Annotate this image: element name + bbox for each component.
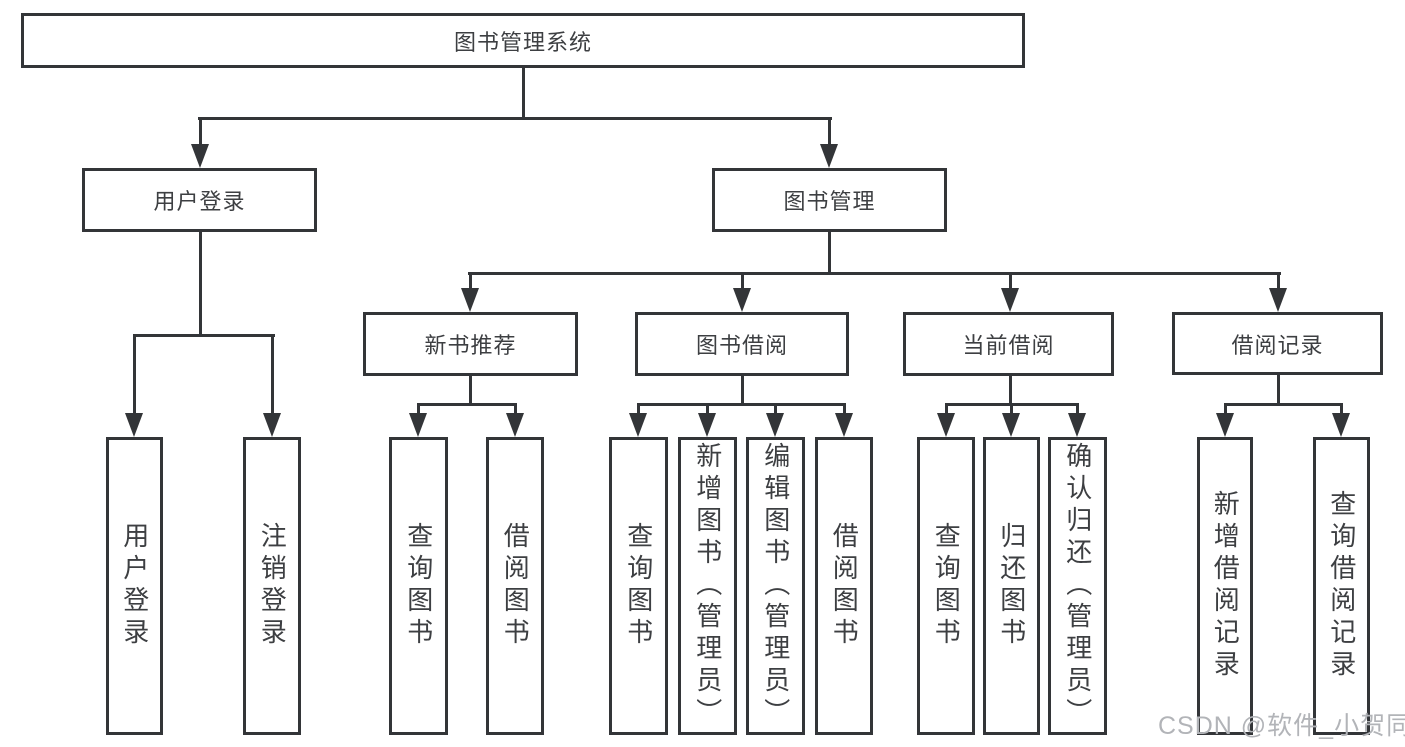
connector-line — [828, 232, 831, 274]
arrowhead-down-icon — [461, 288, 479, 312]
leaf-logout: 注销登录 — [243, 437, 301, 735]
leaf-label: 用户登录 — [119, 522, 150, 650]
connector-arrow-shaft — [1224, 403, 1227, 417]
connector-line — [199, 232, 202, 337]
connector-arrow-shaft — [843, 403, 846, 417]
leaf-query-books-2: 查询图书 — [609, 437, 668, 735]
leaf-label: 新增借阅记录 — [1210, 490, 1241, 682]
connector-arrow-shaft — [637, 403, 640, 417]
leaf-label: 查询图书 — [623, 522, 654, 650]
arrowhead-down-icon — [629, 413, 647, 437]
node-book-borrow: 图书借阅 — [635, 312, 849, 376]
leaf-query-books-1: 查询图书 — [389, 437, 448, 735]
connector-line — [1224, 403, 1343, 406]
leaf-label: 借阅图书 — [500, 522, 531, 650]
leaf-label: 查询图书 — [403, 522, 434, 650]
arrowhead-down-icon — [820, 144, 838, 168]
arrowhead-down-icon — [125, 413, 143, 437]
arrowhead-down-icon — [1002, 413, 1020, 437]
arrowhead-down-icon — [409, 413, 427, 437]
arrowhead-down-icon — [835, 413, 853, 437]
arrowhead-down-icon — [1332, 413, 1350, 437]
connector-arrow-shaft — [514, 403, 517, 417]
arrowhead-down-icon — [698, 413, 716, 437]
leaf-query-books-3: 查询图书 — [917, 437, 975, 735]
leaf-label: 归还图书 — [996, 522, 1027, 650]
connector-arrow-shaft — [945, 403, 948, 417]
leaf-label: 查询借阅记录 — [1326, 490, 1357, 682]
leaf-return-books: 归还图书 — [983, 437, 1040, 735]
connector-arrow-shaft — [828, 117, 831, 148]
leaf-borrow-books-2: 借阅图书 — [815, 437, 873, 735]
leaf-label: 确认归还（管理员） — [1062, 442, 1093, 730]
arrowhead-down-icon — [506, 413, 524, 437]
connector-arrow-shaft — [1076, 403, 1079, 417]
arrowhead-down-icon — [1001, 288, 1019, 312]
connector-line — [133, 334, 275, 337]
leaf-add-books-admin: 新增图书（管理员） — [678, 437, 737, 735]
connector-arrow-shaft — [1340, 403, 1343, 417]
leaf-label: 注销登录 — [257, 522, 288, 650]
arrowhead-down-icon — [263, 413, 281, 437]
node-current-borrow: 当前借阅 — [903, 312, 1114, 376]
connector-line — [1277, 375, 1280, 406]
connector-line — [1009, 375, 1012, 406]
arrowhead-down-icon — [191, 144, 209, 168]
csdn-watermark: CSDN @软件_小贺同学 — [1158, 712, 1405, 740]
arrowhead-down-icon — [766, 413, 784, 437]
connector-line — [741, 375, 744, 406]
arrowhead-down-icon — [733, 288, 751, 312]
connector-line — [522, 67, 525, 119]
connector-arrow-shaft — [271, 334, 274, 417]
leaf-add-borrow-record: 新增借阅记录 — [1197, 437, 1253, 735]
leaf-borrow-books-1: 借阅图书 — [486, 437, 544, 735]
leaf-label: 新增图书（管理员） — [692, 442, 723, 730]
connector-line — [637, 403, 846, 406]
connector-line — [198, 117, 832, 120]
arrowhead-down-icon — [937, 413, 955, 437]
connector-arrow-shaft — [741, 272, 744, 292]
leaf-label: 借阅图书 — [829, 522, 860, 650]
leaf-query-borrow-record: 查询借阅记录 — [1313, 437, 1370, 735]
leaf-label: 查询图书 — [931, 522, 962, 650]
node-root-library-system: 图书管理系统 — [21, 13, 1025, 68]
leaf-edit-books-admin: 编辑图书（管理员） — [746, 437, 805, 735]
node-new-book-recommend: 新书推荐 — [363, 312, 578, 376]
connector-arrow-shaft — [774, 403, 777, 417]
connector-arrow-shaft — [1010, 403, 1013, 417]
node-borrow-records: 借阅记录 — [1172, 312, 1383, 375]
connector-arrow-shaft — [417, 403, 420, 417]
leaf-confirm-return-admin: 确认归还（管理员） — [1048, 437, 1107, 735]
connector-line — [417, 403, 517, 406]
connector-arrow-shaft — [199, 117, 202, 148]
connector-arrow-shaft — [706, 403, 709, 417]
connector-arrow-shaft — [469, 272, 472, 292]
node-user-login: 用户登录 — [82, 168, 317, 232]
arrowhead-down-icon — [1216, 413, 1234, 437]
connector-arrow-shaft — [1009, 272, 1012, 292]
leaf-user-login: 用户登录 — [106, 437, 163, 735]
connector-line — [468, 272, 1281, 275]
arrowhead-down-icon — [1269, 288, 1287, 312]
node-book-management: 图书管理 — [712, 168, 947, 232]
connector-arrow-shaft — [133, 334, 136, 417]
leaf-label: 编辑图书（管理员） — [760, 442, 791, 730]
connector-line — [469, 375, 472, 406]
connector-arrow-shaft — [1277, 272, 1280, 292]
arrowhead-down-icon — [1068, 413, 1086, 437]
